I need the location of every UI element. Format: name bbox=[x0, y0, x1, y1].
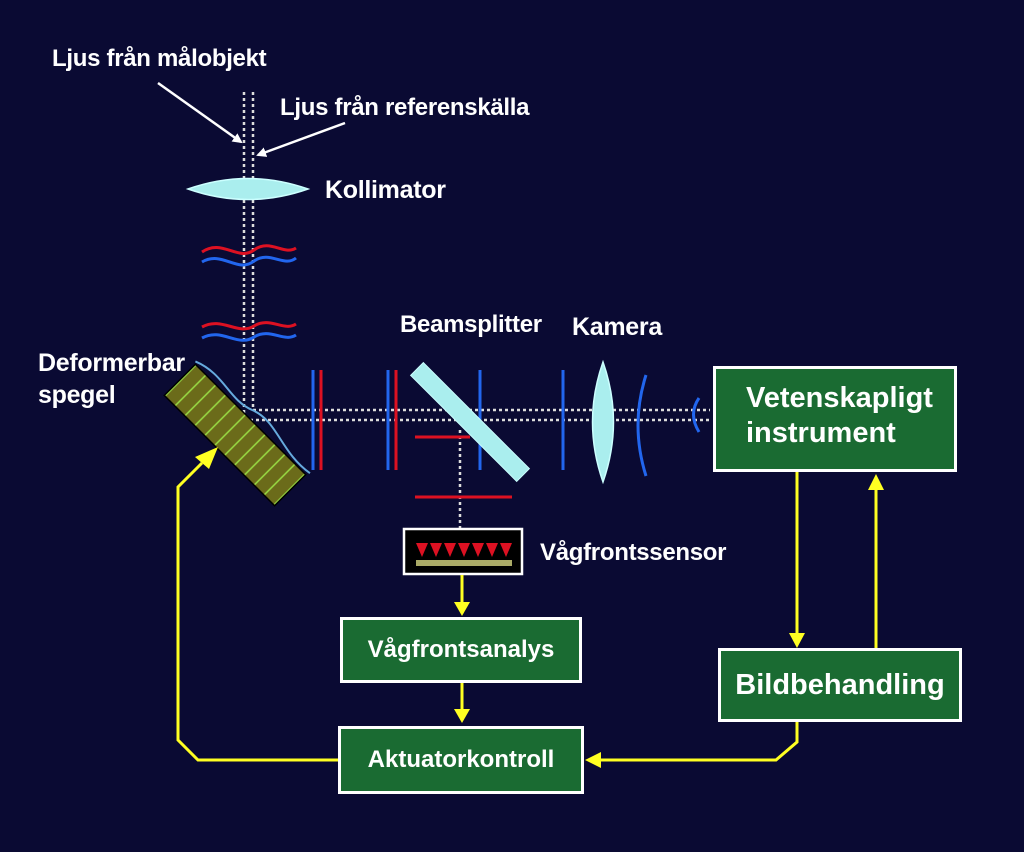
scientific-instrument-line-1: Vetenskapligt bbox=[746, 382, 933, 414]
light-reference-label: Ljus från referenskälla bbox=[280, 94, 530, 121]
collimator-lens bbox=[185, 177, 311, 201]
pointer-target-arrow bbox=[157, 81, 243, 144]
pointer-reference-arrow bbox=[256, 121, 346, 157]
deformable-mirror-label-line-2: spegel bbox=[38, 381, 116, 410]
beamsplitter-plate bbox=[409, 361, 531, 483]
light-target-label: Ljus från målobjekt bbox=[52, 45, 267, 72]
feedback-arrows bbox=[176, 447, 884, 768]
wavefront-sensor-label: Vågfrontssensor bbox=[540, 539, 727, 566]
scientific-instrument-box: Vetenskapligt instrument bbox=[713, 366, 957, 472]
wavefront-sensor bbox=[402, 527, 524, 576]
camera-lens bbox=[591, 359, 615, 485]
corrected-wavefronts bbox=[311, 370, 565, 499]
scientific-instrument-line-2: instrument bbox=[746, 416, 896, 449]
deformable-mirror-label: Deformerbar spegel bbox=[38, 350, 185, 409]
wavefront-analysis-box: Vågfrontsanalys bbox=[340, 617, 582, 683]
collimator-label: Kollimator bbox=[325, 176, 446, 204]
actuator-control-box: Aktuatorkontroll bbox=[338, 726, 584, 794]
camera-label: Kamera bbox=[572, 313, 662, 341]
distorted-wavefronts bbox=[201, 244, 297, 342]
focused-wavefronts bbox=[636, 374, 701, 477]
beamsplitter-label: Beamsplitter bbox=[400, 311, 542, 338]
image-processing-box: Bildbehandling bbox=[718, 648, 962, 722]
deformable-mirror bbox=[163, 360, 311, 507]
deformable-mirror-label-line-1: Deformerbar bbox=[38, 349, 185, 377]
